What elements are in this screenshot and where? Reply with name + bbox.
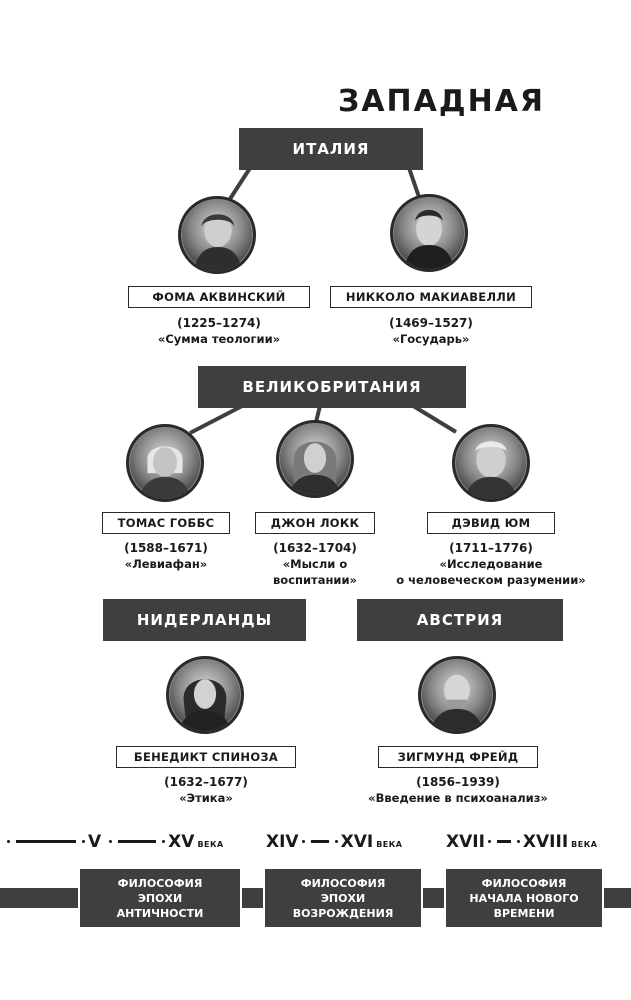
info-locke: (1632–1704) «Мысли о воспитании» [250,540,380,588]
connector-britain-hume [408,402,458,434]
era-antiquity-line1: ФИЛОСОФИЯ [117,876,203,890]
era-renaissance-line1: ФИЛОСОФИЯ [300,876,386,890]
period-1: V XV ВЕКА [4,832,224,852]
era-modern-line3: ВРЕМЕНИ [493,906,555,920]
country-austria: АВСТРИЯ [357,599,563,641]
period-1-end: XV [168,832,195,852]
period-1-suffix: ВЕКА [197,840,224,849]
portrait-freud [418,656,496,734]
name-hobbes: ТОМАС ГОББС [102,512,230,534]
era-renaissance-line2: ЭПОХИ [320,891,366,905]
info-spinoza: (1632–1677) «Этика» [116,774,296,806]
page-title: ЗАПАДНАЯ [338,84,546,119]
name-locke: ДЖОН ЛОКК [255,512,375,534]
person-icon [288,441,342,495]
period-3: XVII XVIII ВЕКА [446,832,597,852]
period-2: XIV XVI ВЕКА [266,832,402,852]
period-3-end: XVIII [522,832,569,852]
country-britain: ВЕЛИКОБРИТАНИЯ [198,366,466,408]
years-hobbes: (1588–1671) [124,541,208,555]
work-machiavelli: «Государь» [392,332,470,346]
portrait-machiavelli [390,194,468,272]
person-icon [430,674,484,731]
info-aquinas: (1225–1274) «Сумма теологии» [118,315,320,347]
years-spinoza: (1632–1677) [164,775,248,789]
era-antiquity: ФИЛОСОФИЯ ЭПОХИ АНТИЧНОСТИ [78,867,242,929]
person-icon [404,209,454,269]
country-netherlands: НИДЕРЛАНДЫ [103,599,306,641]
years-aquinas: (1225–1274) [177,316,261,330]
name-machiavelli: НИККОЛО МАКИАВЕЛЛИ [330,286,532,308]
connector-britain-hobbes [189,402,247,435]
work-locke-line2: воспитании» [273,573,357,587]
work-locke-line1: «Мысли о [282,557,348,571]
era-antiquity-line3: АНТИЧНОСТИ [116,906,204,920]
portrait-hobbes [126,424,204,502]
years-locke: (1632–1704) [273,541,357,555]
info-machiavelli: (1469–1527) «Государь» [330,315,532,347]
period-2-suffix: ВЕКА [376,840,403,849]
portrait-aquinas [178,196,256,274]
period-3-suffix: ВЕКА [571,840,598,849]
years-hume: (1711–1776) [449,541,533,555]
work-hume-line2: о человеческом разумении» [396,573,586,587]
period-2-start: XIV [266,832,299,852]
work-hobbes: «Левиафан» [124,557,208,571]
work-hume-line1: «Исследование [439,557,543,571]
portrait-locke [276,420,354,498]
name-spinoza: БЕНЕДИКТ СПИНОЗА [116,746,296,768]
person-icon [193,213,242,271]
name-freud: ЗИГМУНД ФРЕЙД [378,746,538,768]
name-aquinas: ФОМА АКВИНСКИЙ [128,286,310,308]
person-icon [178,679,232,731]
period-1-start: V [88,832,102,852]
work-freud: «Введение в психоанализ» [368,791,548,805]
era-renaissance: ФИЛОСОФИЯ ЭПОХИ ВОЗРОЖДЕНИЯ [263,867,423,929]
country-italy: ИТАЛИЯ [239,128,423,170]
info-hume: (1711–1776) «Исследование о человеческом… [380,540,602,588]
person-icon [138,446,192,499]
era-modern-line1: ФИЛОСОФИЯ [481,876,567,890]
info-freud: (1856–1939) «Введение в психоанализ» [346,774,570,806]
name-hume: ДЭВИД ЮМ [427,512,555,534]
era-renaissance-line3: ВОЗРОЖДЕНИЯ [292,906,394,920]
era-modern-line2: НАЧАЛА НОВОГО [469,891,579,905]
period-3-start: XVII [446,832,485,852]
connector-italy-aquinas [226,163,254,204]
era-antiquity-line2: ЭПОХИ [137,891,183,905]
portrait-hume [452,424,530,502]
years-machiavelli: (1469–1527) [389,316,473,330]
info-hobbes: (1588–1671) «Левиафан» [96,540,236,572]
portrait-spinoza [166,656,244,734]
years-freud: (1856–1939) [416,775,500,789]
person-icon [464,441,518,499]
period-2-end: XVI [340,832,374,852]
era-modern: ФИЛОСОФИЯ НАЧАЛА НОВОГО ВРЕМЕНИ [444,867,604,929]
work-spinoza: «Этика» [179,791,233,805]
work-aquinas: «Сумма теологии» [157,332,281,346]
